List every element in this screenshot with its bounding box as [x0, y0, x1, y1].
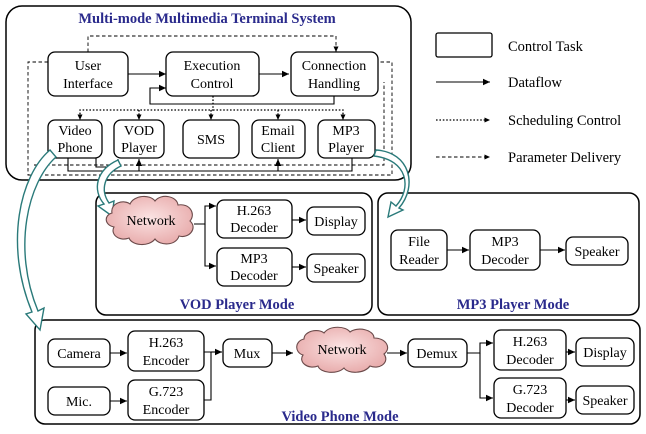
vod-flow-to-mp3 [204, 224, 216, 270]
file-reader-box[interactable]: File Reader [390, 229, 448, 271]
parameter-line-top [87, 35, 339, 52]
legend-scheduling-label: Scheduling Control [508, 113, 621, 129]
h263-encoder-box[interactable]: H.263 Encoder [127, 330, 205, 372]
mic-box[interactable]: Mic. [47, 386, 111, 416]
mp3-player-line1: MP3 [332, 124, 359, 139]
vp-network-label: Network [318, 343, 367, 358]
execution-control-line1: Execution [184, 59, 241, 74]
vod-network-cloud [105, 195, 194, 246]
video-phone-box[interactable]: Video Phone [47, 119, 103, 159]
mp3-decoder-box[interactable]: MP3 Decoder [469, 229, 541, 271]
vod-player-line1: VOD [124, 124, 154, 139]
mp3-player-box[interactable]: MP3 Player [317, 119, 376, 159]
mux-label: Mux [234, 347, 260, 362]
g723-encoder-box[interactable]: G.723 Encoder [127, 379, 205, 421]
demux-label: Demux [416, 347, 457, 362]
camera-label: Camera [57, 347, 101, 362]
email-client-box[interactable]: Email Client [251, 119, 306, 159]
vod-network-label: Network [127, 214, 176, 229]
vp-h263-decoder-line1: H.263 [513, 335, 548, 350]
flow-bottom-bus [67, 158, 353, 172]
vod-mp3-decoder-box[interactable]: MP3 Decoder [216, 247, 293, 287]
demux-box[interactable]: Demux [407, 338, 468, 368]
vod-h263-line1: H.263 [237, 204, 272, 219]
camera-box[interactable]: Camera [47, 338, 111, 368]
mp3-mode-title: MP3 Player Mode [457, 297, 570, 313]
sms-label: SMS [197, 133, 225, 148]
user-interface-box[interactable]: User Interface [47, 51, 129, 97]
connection-handling-line1: Connection [302, 59, 367, 74]
user-interface-line1: User [75, 59, 102, 74]
vp-g723-decoder-line1: G.723 [513, 383, 548, 398]
email-client-line2: Client [261, 141, 295, 156]
vp-flow-to-g723-decoder [479, 353, 493, 402]
schedule-line-mp3 [213, 109, 346, 120]
vp-speaker-label: Speaker [582, 394, 627, 409]
video-phone-line2: Phone [58, 141, 93, 156]
user-interface-line2: Interface [63, 77, 113, 92]
system-title: Multi-mode Multimedia Terminal System [78, 11, 335, 27]
vp-flow-to-h263-decoder [467, 339, 493, 354]
mp3-player-line2: Player [328, 141, 364, 156]
parameter-line-outer [27, 61, 393, 176]
g723-encoder-line2: Encoder [143, 403, 190, 418]
mux-box[interactable]: Mux [222, 338, 273, 368]
execution-control-box[interactable]: Execution Control [165, 51, 260, 97]
h263-encoder-line2: Encoder [143, 354, 190, 369]
legend-parameter-label: Parameter Delivery [508, 150, 622, 166]
g723-encoder-line1: G.723 [149, 385, 184, 400]
mp3-mode-arrow [373, 149, 410, 219]
vod-display-label: Display [314, 215, 358, 230]
vod-h263-line2: Decoder [230, 221, 278, 236]
vod-h263-decoder-box[interactable]: H.263 Decoder [216, 199, 293, 239]
video-phone-mode-title: Video Phone Mode [281, 409, 399, 425]
email-client-line1: Email [261, 124, 295, 139]
vp-display-label: Display [583, 346, 627, 361]
mic-label: Mic. [66, 395, 92, 410]
vp-g723-decoder-box[interactable]: G.723 Decoder [493, 377, 567, 419]
vod-flow-to-h263 [194, 202, 216, 225]
mp3-speaker-label: Speaker [574, 245, 619, 260]
legend-control-task-swatch [435, 32, 493, 58]
execution-control-line2: Control [191, 77, 234, 92]
legend-control-task-label: Control Task [508, 39, 584, 55]
vp-network-cloud [296, 326, 389, 373]
vod-display-box[interactable]: Display [306, 206, 366, 236]
connection-handling-line2: Handling [308, 77, 360, 92]
video-phone-line1: Video [58, 124, 91, 139]
mp3-decoder-line2: Decoder [481, 253, 529, 268]
vod-mp3-line2: Decoder [230, 269, 278, 284]
vp-h263-decoder-box[interactable]: H.263 Decoder [493, 329, 567, 371]
schedule-line-video-phone [77, 96, 214, 120]
vp-h263-decoder-line2: Decoder [506, 353, 554, 368]
vp-speaker-box[interactable]: Speaker [575, 385, 635, 415]
sms-box[interactable]: SMS [182, 119, 240, 159]
vp-g723-decoder-line2: Decoder [506, 401, 554, 416]
vp-flow-encoders-merge [204, 351, 212, 401]
video-phone-mode-arrow [16, 149, 57, 332]
vod-speaker-box[interactable]: Speaker [306, 253, 366, 283]
flow-conn-to-exec [149, 84, 335, 105]
vod-speaker-label: Speaker [313, 262, 358, 277]
file-reader-line2: Reader [399, 253, 439, 268]
parameter-line-inner [34, 82, 385, 166]
mp3-speaker-box[interactable]: Speaker [565, 236, 629, 266]
vp-display-box[interactable]: Display [575, 337, 635, 367]
legend-dataflow-label: Dataflow [508, 75, 562, 91]
h263-encoder-line1: H.263 [149, 336, 184, 351]
vod-player-box[interactable]: VOD Player [113, 119, 165, 159]
connection-handling-box[interactable]: Connection Handling [290, 51, 379, 97]
vod-mode-title: VOD Player Mode [180, 297, 295, 313]
file-reader-line1: File [408, 235, 430, 250]
mp3-decoder-line1: MP3 [491, 235, 518, 250]
vod-mp3-line1: MP3 [240, 252, 267, 267]
vod-player-line2: Player [121, 141, 157, 156]
